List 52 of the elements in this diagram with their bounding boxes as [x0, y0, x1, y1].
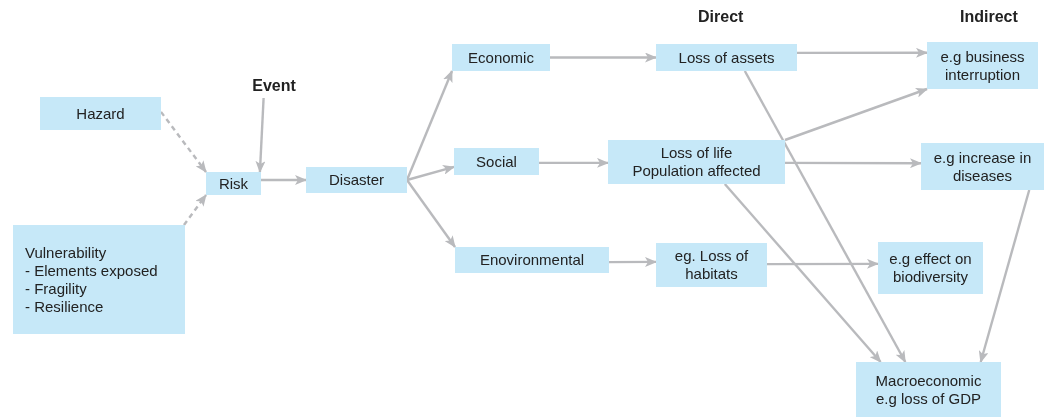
box-text: e.g loss of GDP — [875, 389, 981, 408]
box-text: Hazard — [76, 104, 125, 123]
arrow — [261, 175, 307, 185]
arrow — [723, 183, 882, 363]
box-text: eg. Loss of habitats — [673, 247, 750, 283]
process-box — [878, 242, 983, 294]
box-text: Enovironmental — [479, 251, 585, 269]
box-text: Loss of assets — [678, 48, 775, 67]
arrow — [978, 189, 1031, 363]
box-text: - Fragility — [25, 279, 87, 298]
column-heading: Indirect — [960, 8, 1018, 26]
process-box — [656, 44, 797, 71]
box-text: - Resilience — [25, 297, 104, 316]
process-box — [40, 97, 161, 130]
box-text: Social — [476, 152, 517, 171]
node-label: Event — [248, 74, 300, 98]
arrow — [406, 179, 456, 248]
arrow — [406, 165, 455, 182]
arrow — [743, 70, 907, 363]
process-box — [455, 247, 609, 273]
box-text: - Elements exposed — [25, 261, 158, 280]
box-text: Macroeconomic — [875, 371, 982, 390]
process-box — [608, 140, 785, 184]
arrow — [539, 157, 609, 168]
box-text: Population affected — [632, 162, 761, 180]
box-text: Risk — [218, 174, 249, 193]
process-box — [13, 225, 185, 334]
box-text: e.g increase in diseases — [932, 148, 1033, 185]
column-heading: Direct — [698, 8, 744, 26]
arrow — [609, 256, 657, 267]
process-box — [454, 148, 539, 175]
arrow — [784, 87, 928, 142]
process-box — [856, 362, 1001, 417]
arrow — [797, 47, 928, 58]
box-text: e.g effect on biodiversity — [888, 250, 973, 286]
arrow — [785, 158, 922, 169]
box-text: Vulnerability — [25, 243, 107, 262]
arrow — [255, 97, 266, 173]
arrow — [160, 111, 207, 173]
process-box — [206, 172, 261, 195]
box-text: Disaster — [329, 171, 384, 189]
process-box — [921, 143, 1044, 190]
process-box — [656, 243, 767, 287]
box-text: e.g business interruption — [939, 47, 1026, 84]
box-text: Loss of life — [660, 144, 733, 162]
arrow — [183, 194, 207, 226]
arrow — [767, 258, 879, 269]
process-box — [927, 42, 1038, 89]
arrow — [550, 52, 657, 63]
process-box — [306, 167, 407, 193]
process-box — [452, 44, 550, 71]
box-text: Economic — [468, 48, 534, 67]
